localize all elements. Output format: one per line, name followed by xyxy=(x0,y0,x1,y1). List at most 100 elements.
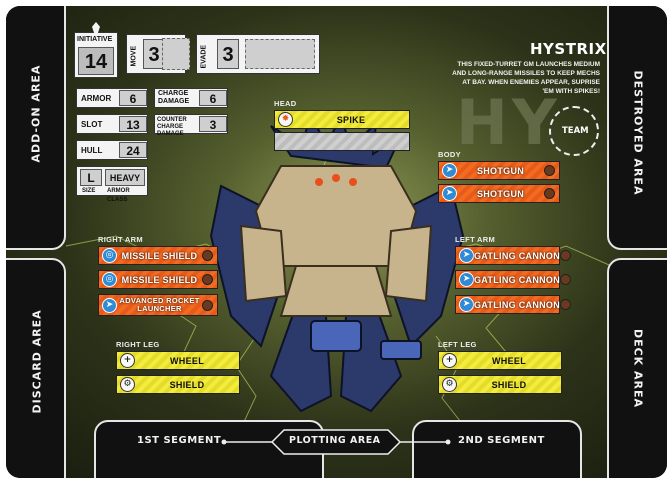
right-arm-slot-label: RIGHT ARM xyxy=(98,235,143,244)
add-on-area-label: ADD-ON AREA xyxy=(29,64,43,163)
initiative-label: INITIATIVE xyxy=(77,36,113,43)
component-name: WHEEL xyxy=(492,355,526,366)
evade-value: 3 xyxy=(217,39,239,69)
initiative-value: 14 xyxy=(78,47,114,75)
hull-stat: HULL 24 xyxy=(76,140,148,160)
hull-value: 24 xyxy=(119,142,147,158)
mech-watermark: HY xyxy=(456,86,561,159)
mech-illustration xyxy=(209,116,465,413)
second-segment-area[interactable] xyxy=(412,420,582,478)
game-board: ADD-ON AREA DISCARD AREA DESTROYED AREA … xyxy=(6,6,667,478)
plotting-area-label: PLOTTING AREA xyxy=(289,435,381,446)
armor-class-label: ARMOR CLASS xyxy=(107,188,130,203)
add-on-area[interactable] xyxy=(6,6,66,250)
rocket-launcher-icon: ➤ xyxy=(102,297,117,313)
plotting-area-frame xyxy=(221,429,451,455)
left-arm-slot-label: LEFT ARM xyxy=(455,235,496,244)
body-component-2[interactable]: ➤ SHOTGUN xyxy=(438,184,560,203)
damage-marker-icon xyxy=(560,299,572,310)
initiative-stat: INITIATIVE 14 xyxy=(74,32,118,78)
component-name: MISSILE SHIELD xyxy=(121,274,198,285)
component-name: SHIELD xyxy=(169,379,205,390)
counter-charge-damage-label: COUNTER CHARGE DAMAGE xyxy=(157,117,187,137)
shield-icon: ⚙ xyxy=(120,377,135,392)
body-component-1[interactable]: ➤ SHOTGUN xyxy=(438,161,560,180)
mech-description: THIS FIXED-TURRET GM LAUNCHES MEDIUM AND… xyxy=(452,61,600,95)
head-slot-label: HEAD xyxy=(274,99,297,108)
team-label: TEAM xyxy=(562,126,589,136)
component-name: ADVANCED ROCKET LAUNCHER xyxy=(119,296,200,313)
right-arm-component-1[interactable]: ◎ MISSILE SHIELD xyxy=(98,246,218,265)
slot-label: SLOT xyxy=(81,120,103,129)
counter-charge-damage-value: 3 xyxy=(199,116,227,132)
component-name: GATLING CANNON xyxy=(474,299,561,310)
gatling-cannon-icon: ➤ xyxy=(459,272,474,287)
first-segment-label: 1ST SEGMENT xyxy=(137,435,222,446)
discard-area[interactable] xyxy=(6,258,66,478)
spike-icon: ✸ xyxy=(278,112,293,127)
left-leg-component-2[interactable]: ⚙ SHIELD xyxy=(438,375,562,394)
wheel-icon: + xyxy=(442,353,457,368)
right-arm-component-3[interactable]: ➤ ADVANCED ROCKET LAUNCHER xyxy=(98,294,218,316)
mech-name: HYSTRIX xyxy=(530,40,607,58)
discard-area-label: DISCARD AREA xyxy=(30,309,44,414)
shotgun-icon: ➤ xyxy=(442,163,457,178)
body-slot-label: BODY xyxy=(438,150,461,159)
right-leg-component-1[interactable]: + WHEEL xyxy=(116,351,240,370)
damage-marker-icon xyxy=(544,165,555,176)
component-name: MISSILE SHIELD xyxy=(121,250,198,261)
charge-damage-value: 6 xyxy=(199,90,227,106)
armor-class-value: HEAVY xyxy=(105,169,145,186)
size-class-stat: L HEAVY SIZE ARMOR CLASS xyxy=(76,166,148,203)
move-label: MOVE xyxy=(130,45,138,67)
component-name: SPIKE xyxy=(336,114,366,125)
component-name: WHEEL xyxy=(170,355,204,366)
right-arm-component-2[interactable]: ◎ MISSILE SHIELD xyxy=(98,270,218,289)
gatling-cannon-icon: ➤ xyxy=(459,248,474,263)
damage-marker-icon xyxy=(202,250,213,261)
armor-value: 6 xyxy=(119,90,147,106)
gatling-cannon-icon: ➤ xyxy=(459,297,474,312)
component-name: SHIELD xyxy=(491,379,527,390)
charge-damage-label: CHARGE DAMAGE xyxy=(158,90,190,105)
left-arm-component-1[interactable]: ➤ GATLING CANNON xyxy=(455,246,572,265)
size-value: L xyxy=(80,169,102,186)
destroyed-area-label: DESTROYED AREA xyxy=(631,70,645,196)
damage-marker-icon xyxy=(544,188,555,199)
head-component-1[interactable]: ✸ SPIKE xyxy=(274,110,410,129)
damage-marker-icon xyxy=(560,250,572,261)
damage-marker-icon xyxy=(202,274,213,285)
evade-track xyxy=(245,39,315,69)
second-segment-label: 2ND SEGMENT xyxy=(458,435,545,446)
shield-icon: ⚙ xyxy=(442,377,457,392)
hull-label: HULL xyxy=(81,146,103,155)
right-leg-slot-label: RIGHT LEG xyxy=(116,340,160,349)
size-label: SIZE xyxy=(82,188,96,194)
damage-marker-icon xyxy=(560,274,572,285)
component-name: GATLING CANNON xyxy=(474,250,561,261)
left-arm-component-2[interactable]: ➤ GATLING CANNON xyxy=(455,270,572,289)
evade-stat: EVADE 3 xyxy=(196,34,320,74)
left-arm-component-3[interactable]: ➤ GATLING CANNON xyxy=(455,295,572,314)
deck-area-label: DECK AREA xyxy=(631,328,645,409)
team-marker[interactable] xyxy=(549,106,599,156)
armor-label: ARMOR xyxy=(81,94,112,103)
wheel-icon: + xyxy=(120,353,135,368)
missile-shield-icon: ◎ xyxy=(102,248,117,263)
component-name: GATLING CANNON xyxy=(474,274,561,285)
move-track xyxy=(162,38,190,70)
left-leg-slot-label: LEFT LEG xyxy=(438,340,477,349)
missile-shield-icon: ◎ xyxy=(102,272,117,287)
evade-label: EVADE xyxy=(200,44,208,69)
counter-charge-damage-stat: COUNTER CHARGE DAMAGE 3 xyxy=(154,114,228,137)
slot-stat: SLOT 13 xyxy=(76,114,148,134)
destroyed-area[interactable] xyxy=(607,6,667,250)
left-leg-component-1[interactable]: + WHEEL xyxy=(438,351,562,370)
right-leg-component-2[interactable]: ⚙ SHIELD xyxy=(116,375,240,394)
charge-damage-stat: CHARGE DAMAGE 6 xyxy=(154,88,228,108)
slot-value: 13 xyxy=(119,116,147,132)
shotgun-icon: ➤ xyxy=(442,186,457,201)
deck-area[interactable] xyxy=(607,258,667,478)
head-component-empty[interactable] xyxy=(274,132,410,151)
damage-marker-icon xyxy=(202,299,213,311)
